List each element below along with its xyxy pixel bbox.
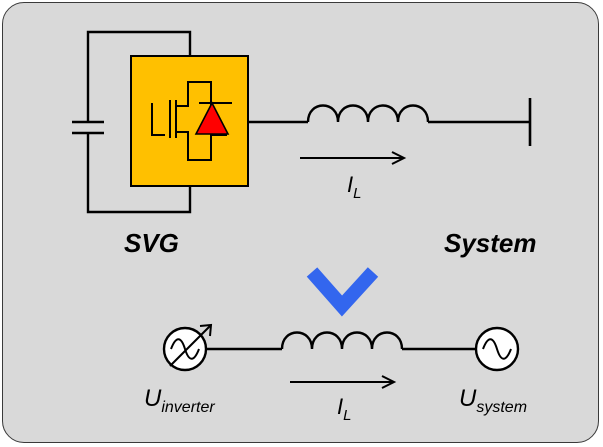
igbt-icon	[151, 81, 227, 161]
top-circuit	[72, 30, 532, 214]
down-arrow-icon	[306, 267, 379, 317]
current-arrow-top	[300, 151, 407, 165]
u-inverter-label: Uinverter	[144, 385, 215, 416]
loop-wire-top	[86, 30, 192, 122]
current-label-top: IL	[347, 172, 361, 202]
bottom-circuit	[162, 323, 520, 389]
loop-wire-bottom	[86, 133, 192, 214]
current-label-bottom: IL	[337, 394, 351, 424]
inductor-coil-icon	[306, 104, 430, 123]
svg-title: SVG	[124, 228, 179, 258]
system-title: System	[444, 228, 537, 258]
variable-ac-source-icon	[162, 323, 213, 372]
eq-inductor-coil-icon	[280, 331, 404, 350]
svg-converter-block	[130, 55, 249, 187]
ac-source-icon	[474, 326, 520, 372]
diode-icon	[194, 101, 232, 135]
current-arrow-bottom	[290, 375, 397, 389]
capacitor-icon	[72, 120, 104, 135]
u-system-label: Usystem	[459, 385, 527, 416]
